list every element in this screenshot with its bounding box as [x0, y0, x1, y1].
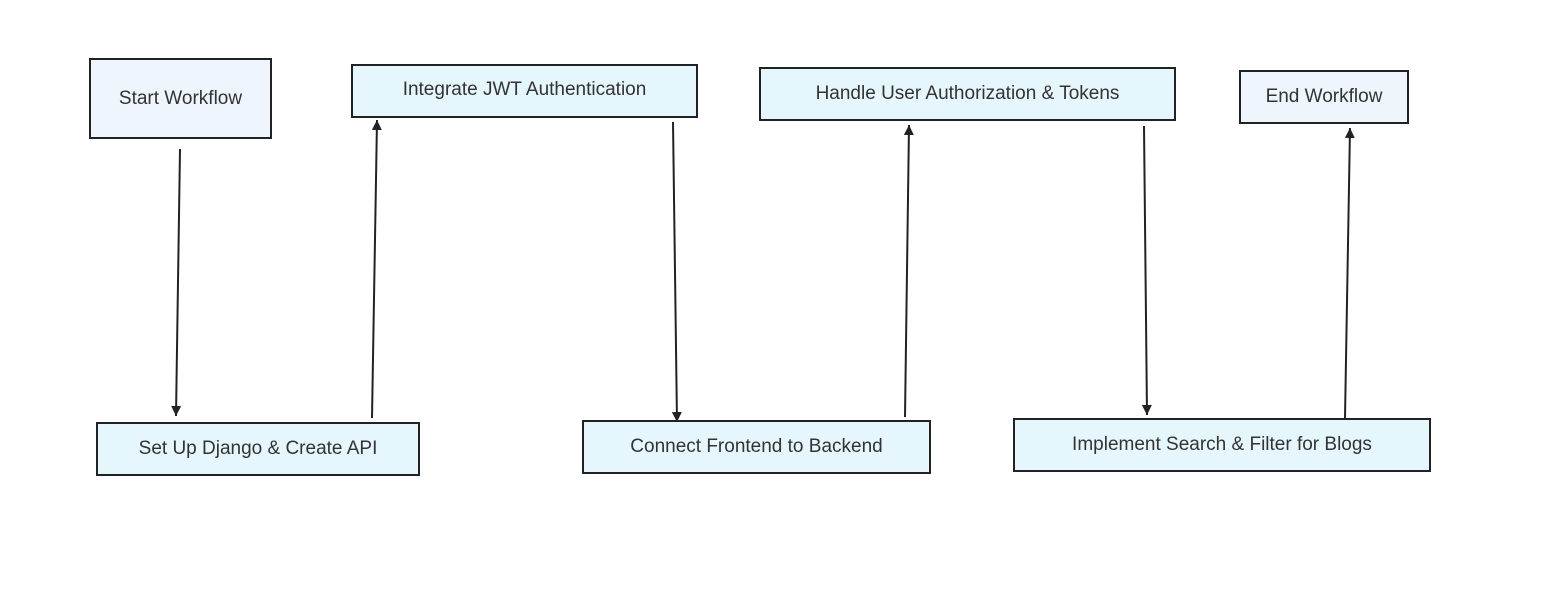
- node-label: Connect Frontend to Backend: [630, 436, 883, 457]
- edge-django-to-jwt: [371, 119, 382, 419]
- node-label: Set Up Django & Create API: [138, 438, 378, 459]
- node-implement-search[interactable]: Implement Search & Filter for Blogs: [1013, 418, 1431, 472]
- node-connect-frontend[interactable]: Connect Frontend to Backend: [582, 420, 931, 474]
- edge-connect-to-auth: [903, 124, 914, 418]
- edge-auth-to-search: [1141, 125, 1152, 416]
- node-label: Integrate JWT Authentication: [402, 79, 647, 100]
- edge-start-to-django: [171, 148, 182, 417]
- node-label: Handle User Authorization & Tokens: [815, 83, 1120, 104]
- node-integrate-jwt[interactable]: Integrate JWT Authentication: [351, 64, 698, 118]
- node-setup-django[interactable]: Set Up Django & Create API: [96, 422, 420, 476]
- edge-search-to-end: [1344, 127, 1355, 419]
- node-label: End Workflow: [1265, 86, 1383, 107]
- node-label: Implement Search & Filter for Blogs: [1072, 434, 1372, 455]
- node-end-workflow[interactable]: End Workflow: [1239, 70, 1409, 124]
- edge-jwt-to-connect: [671, 121, 682, 423]
- node-label: Start Workflow: [118, 87, 243, 109]
- node-start-workflow[interactable]: Start Workflow: [89, 58, 272, 139]
- node-handle-authorization[interactable]: Handle User Authorization & Tokens: [759, 67, 1176, 121]
